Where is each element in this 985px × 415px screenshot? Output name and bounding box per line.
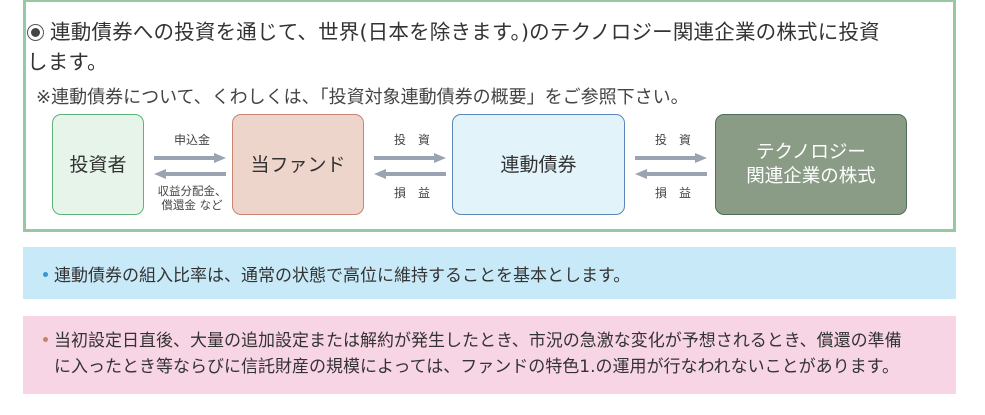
caution-note-panel: 当初設定日直後、大量の追加設定または解約が発生したとき、市況の急激な変化が予想さ… [23,316,956,394]
reference-note: ※連動債券について、くわしくは、「投資対象連動債券の概要」をご参照下さい。 [36,87,689,108]
bullet-dot-icon [43,272,48,277]
subscription-label: 申込金 [173,133,210,147]
arrow-left-icon [154,169,226,179]
headline-line1: 連動債券への投資を通じて、世界(日本を除きます。)のテクノロジー関連企業の株式に… [50,20,880,44]
linked-bond-box: 連動債券 [452,114,625,215]
linked-bond-label: 連動債券 [500,153,577,176]
distribution-label: 収益分配金、 償還金 など [154,184,230,212]
profit-loss-label: 損 益 [393,186,430,200]
investor-label: 投資者 [69,153,127,176]
arrow-right-icon [374,153,446,163]
arrow-investor-fund: 申込金 収益分配金、 償還金 など [154,116,230,216]
arrow-left-icon [635,169,707,179]
fund-box: 当ファンド [232,114,364,215]
allocation-note-panel: 連動債券の組入比率は、通常の状態で高位に維持することを基本とします。 [23,247,956,299]
investment-label: 投 資 [654,133,691,147]
investor-box: 投資者 [52,114,144,215]
circled-dot-icon [27,24,44,41]
arrow-fund-bond: 投 資 損 益 [374,116,450,216]
caution-note-line2: に入ったとき等ならびに信託財産の規模によっては、ファンドの特色1.の運用が行なわ… [54,357,899,377]
arrow-left-icon [374,169,446,179]
investment-label: 投 資 [393,133,430,147]
headline-line2: します。 [27,50,108,74]
distribution-label-line1: 収益分配金、 [157,184,227,198]
caution-note-line1: 当初設定日直後、大量の追加設定または解約が発生したとき、市況の急激な変化が予想さ… [54,331,902,351]
profit-loss-label: 損 益 [654,186,691,200]
bullet-dot-icon [43,337,48,342]
arrow-bond-tech: 投 資 損 益 [635,116,711,216]
tech-stocks-label-line2: 関連企業の株式 [746,165,876,187]
distribution-label-line2: 償還金 など [161,198,223,212]
arrow-right-icon [154,153,226,163]
arrow-right-icon [635,153,707,163]
fund-label: 当ファンド [250,153,346,176]
allocation-note-text: 連動債券の組入比率は、通常の状態で高位に維持することを基本とします。 [54,266,631,286]
headline: 連動債券への投資を通じて、世界(日本を除きます。)のテクノロジー関連企業の株式に… [27,17,917,77]
tech-stocks-label-line1: テクノロジー [756,141,866,163]
tech-stocks-box: テクノロジー 関連企業の株式 [715,114,907,215]
